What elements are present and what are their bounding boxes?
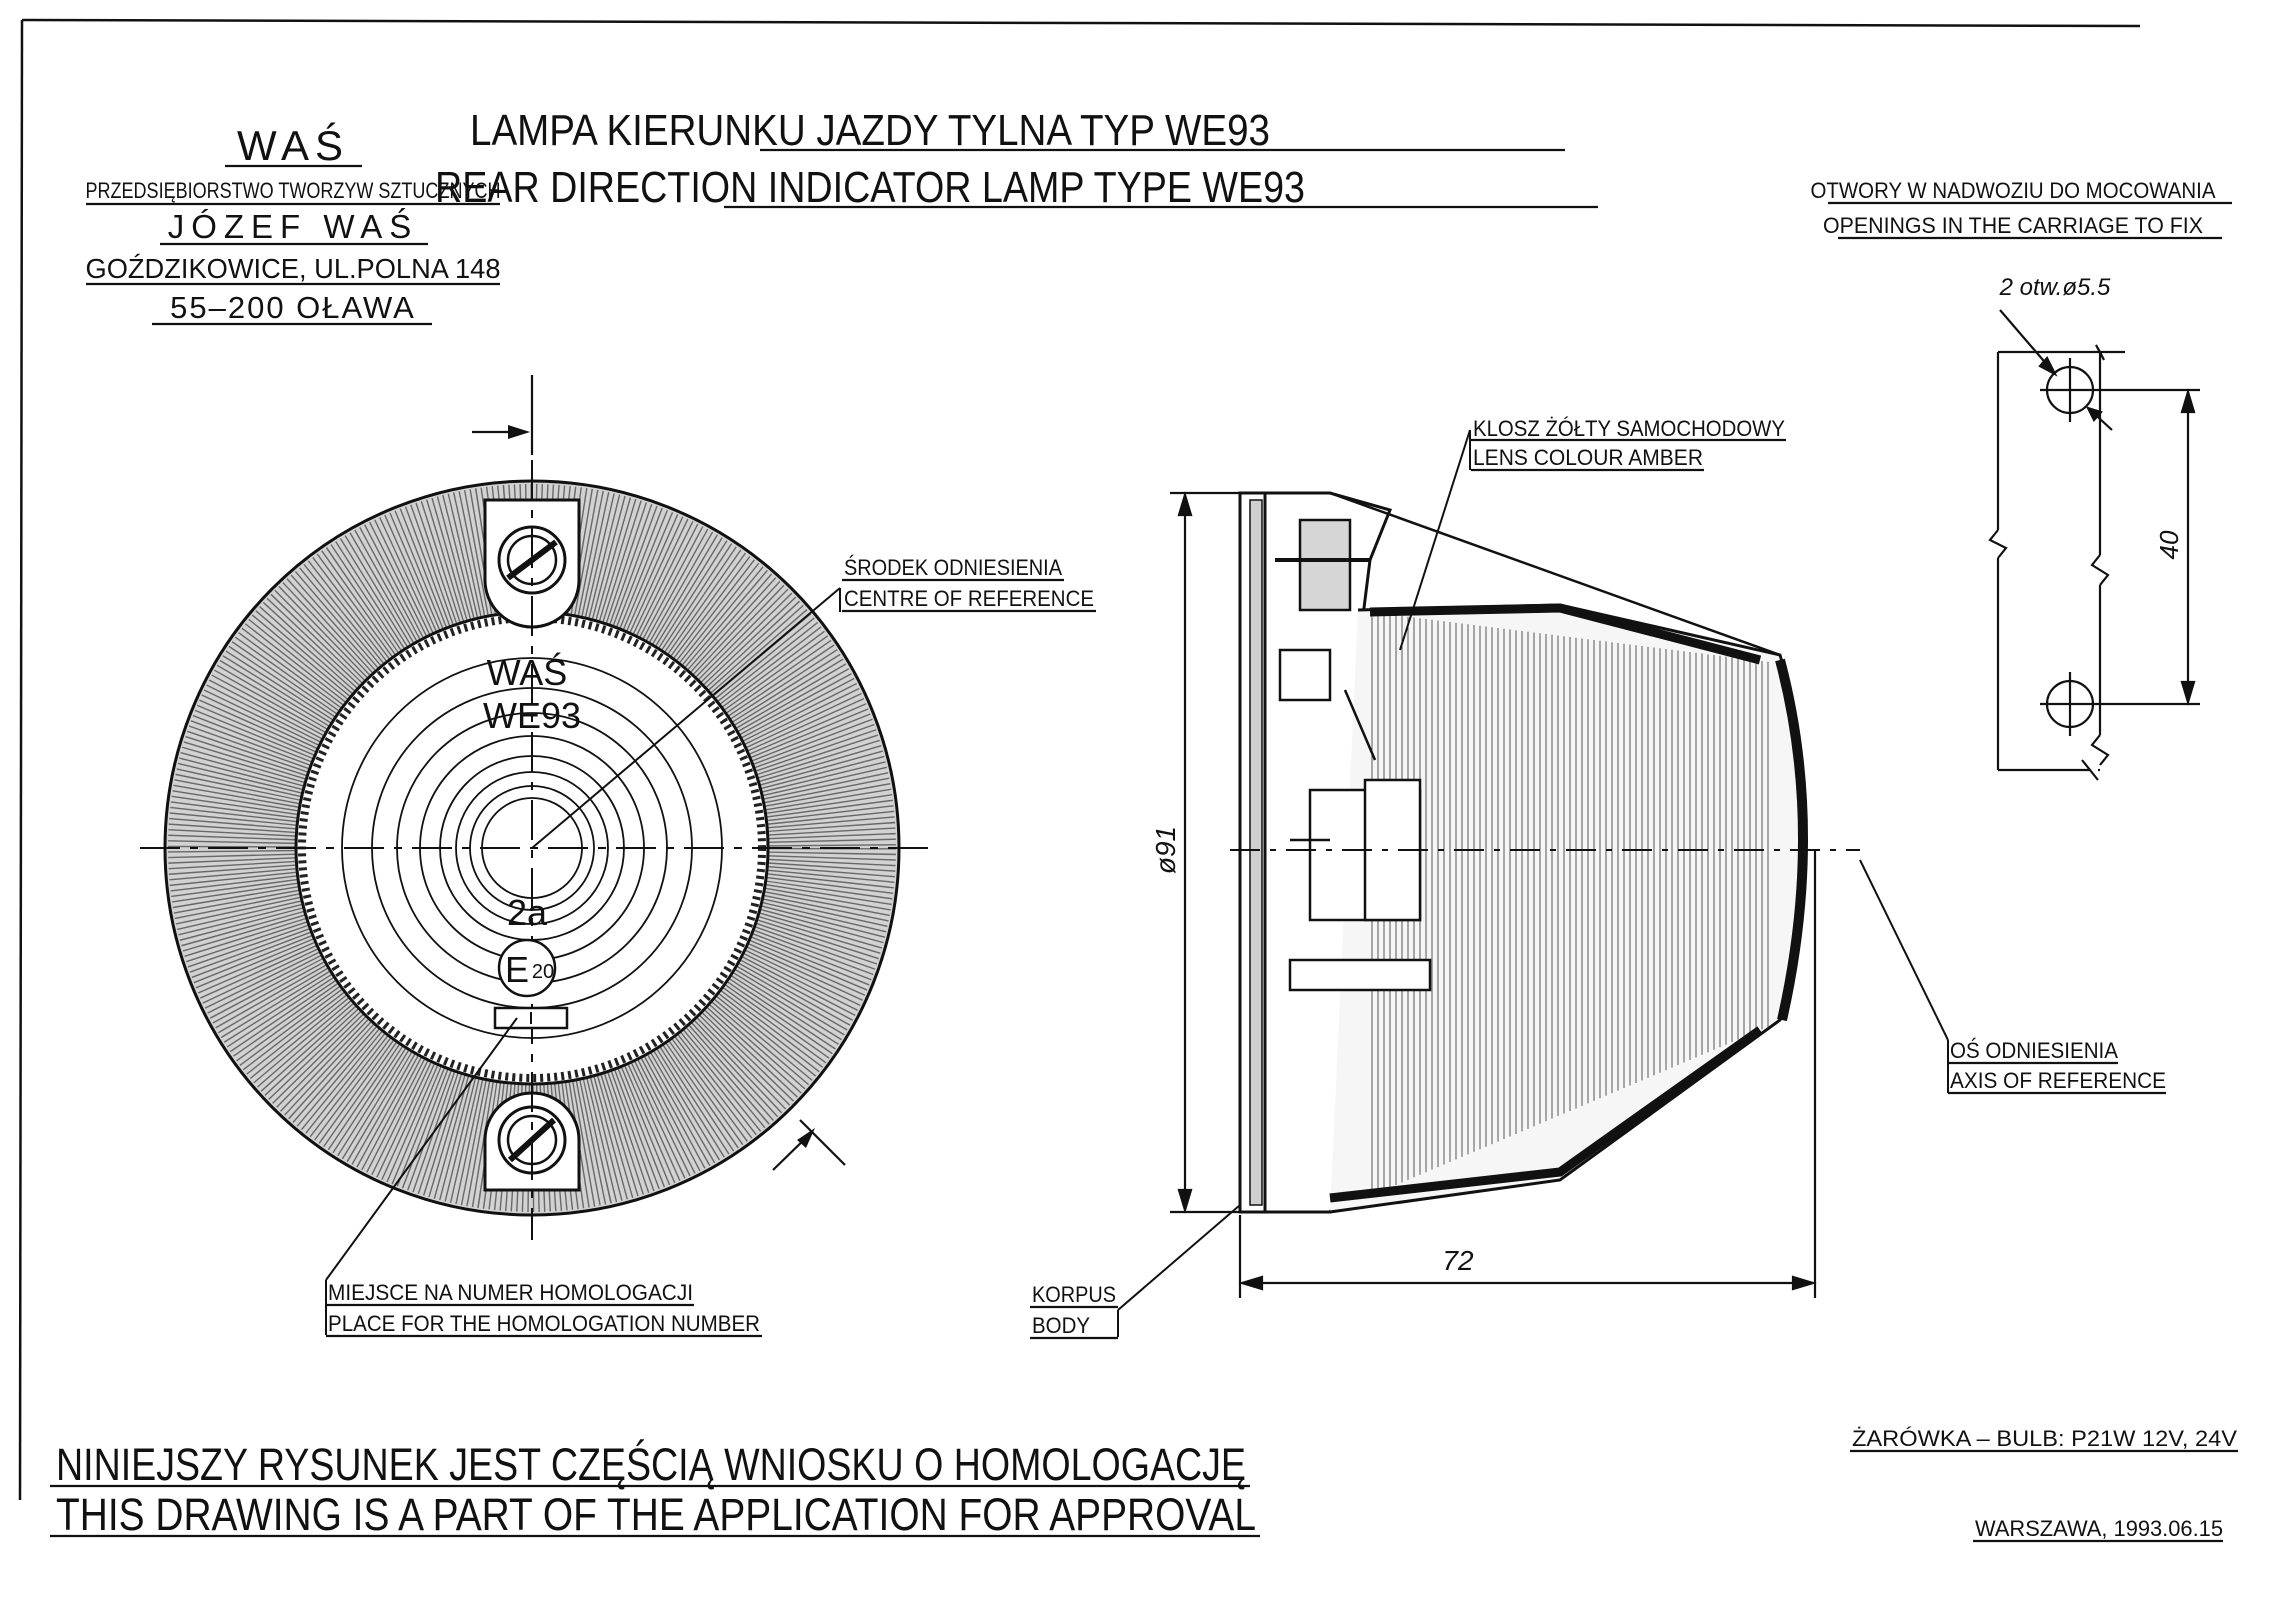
company-logo: WAŚ xyxy=(237,121,349,169)
body-label-pl: KORPUS xyxy=(1032,1282,1116,1307)
marking-brand: WAŚ xyxy=(487,651,568,693)
body-label-en: BODY xyxy=(1032,1313,1090,1338)
bulb-holder xyxy=(1275,518,1432,992)
company-street: GOŹDZIKOWICE, UL.POLNA 148 xyxy=(86,253,501,284)
axis-callout: OŚ ODNIESIENIA AXIS OF REFERENCE xyxy=(1859,859,2166,1095)
length-label: 72 xyxy=(1442,1245,1474,1276)
marking-approval: E xyxy=(505,949,529,990)
distance-dimension xyxy=(2100,388,2200,706)
homologation-label-pl: MIEJSCE NA NUMER HOMOLOGACJI xyxy=(328,1280,693,1305)
length-dimension xyxy=(1238,850,1817,1298)
front-view: WAŚ WE93 2a E 20 xyxy=(140,375,930,1240)
lens-label-pl: KLOSZ ŻÓŁTY SAMOCHODOWY xyxy=(1473,416,1785,441)
bulb-label: ŻARÓWKA – BULB: P21W 12V, 24V xyxy=(1852,1426,2237,1451)
homologation-callout: MIEJSCE NA NUMER HOMOLOGACJI PLACE FOR T… xyxy=(325,1017,762,1338)
openings-title-pl: OTWORY W NADWOZIU DO MOCOWANIA xyxy=(1811,178,2216,203)
centre-label-pl: ŚRODEK ODNIESIENIA xyxy=(844,555,1062,580)
axis-label-en: AXIS OF REFERENCE xyxy=(1950,1068,2166,1093)
company-city: 55–200 OŁAWA xyxy=(170,290,416,325)
title-en: REAR DIRECTION INDICATOR LAMP TYPE WE93 xyxy=(435,163,1305,212)
place-date: WARSZAWA, 1993.06.15 xyxy=(1973,1516,2223,1543)
approval-circle xyxy=(497,938,557,998)
place-date-label: WARSZAWA, 1993.06.15 xyxy=(1975,1516,2223,1541)
marking-type: WE93 xyxy=(483,695,581,736)
lens-callout: KLOSZ ŻÓŁTY SAMOCHODOWY LENS COLOUR AMBE… xyxy=(1399,416,1786,651)
hole-upper xyxy=(1999,309,2113,431)
marking-class: 2a xyxy=(507,892,548,933)
title-pl: LAMPA KIERUNKU JAZDY TYLNA TYP WE93 xyxy=(470,106,1270,155)
diameter-label: ø91 xyxy=(1150,826,1181,874)
side-section-view: ø91 72 xyxy=(1150,491,1860,1298)
marking-approval-number: 20 xyxy=(532,961,554,983)
front-centre-lines xyxy=(140,460,930,1240)
hole-lower xyxy=(2040,672,2100,736)
distance-label: 40 xyxy=(2154,530,2184,559)
drawing-title: LAMPA KIERUNKU JAZDY TYLNA TYP WE93 REAR… xyxy=(435,106,1598,212)
holes-label: 2 otw.ø5.5 xyxy=(1999,274,2111,301)
body-callout: KORPUS BODY xyxy=(1030,1204,1241,1340)
centre-label-en: CENTRE OF REFERENCE xyxy=(844,586,1094,611)
diameter-dimension xyxy=(1170,491,1245,1214)
note-pl: NINIEJSZY RYSUNEK JEST CZĘŚCIĄ WNIOSKU O… xyxy=(56,1439,1246,1490)
centre-callout: ŚRODEK ODNIESIENIA CENTRE OF REFERENCE xyxy=(531,555,1096,849)
openings-detail: OTWORY W NADWOZIU DO MOCOWANIA OPENINGS … xyxy=(1811,178,2232,781)
lens-label-en: LENS COLOUR AMBER xyxy=(1473,445,1703,470)
company-block: WAŚ PRZEDSIĘBIORSTWO TWORZYW SZTUCZNYCH … xyxy=(86,121,501,326)
note-en: THIS DRAWING IS A PART OF THE APPLICATIO… xyxy=(56,1489,1256,1540)
company-name: PRZEDSIĘBIORSTWO TWORZYW SZTUCZNYCH xyxy=(86,178,501,203)
axis-label-pl: OŚ ODNIESIENIA xyxy=(1950,1038,2118,1063)
bulb-info: ŻARÓWKA – BULB: P21W 12V, 24V xyxy=(1850,1426,2238,1453)
sheet-frame xyxy=(18,18,2141,1501)
approval-note: NINIEJSZY RYSUNEK JEST CZĘŚCIĄ WNIOSKU O… xyxy=(50,1439,1260,1540)
company-owner: JÓZEF WAŚ xyxy=(168,207,419,245)
homologation-label-en: PLACE FOR THE HOMOLOGATION NUMBER xyxy=(328,1311,760,1336)
carriage-plate xyxy=(1988,344,2125,781)
openings-title-en: OPENINGS IN THE CARRIAGE TO FIX xyxy=(1823,213,2203,238)
